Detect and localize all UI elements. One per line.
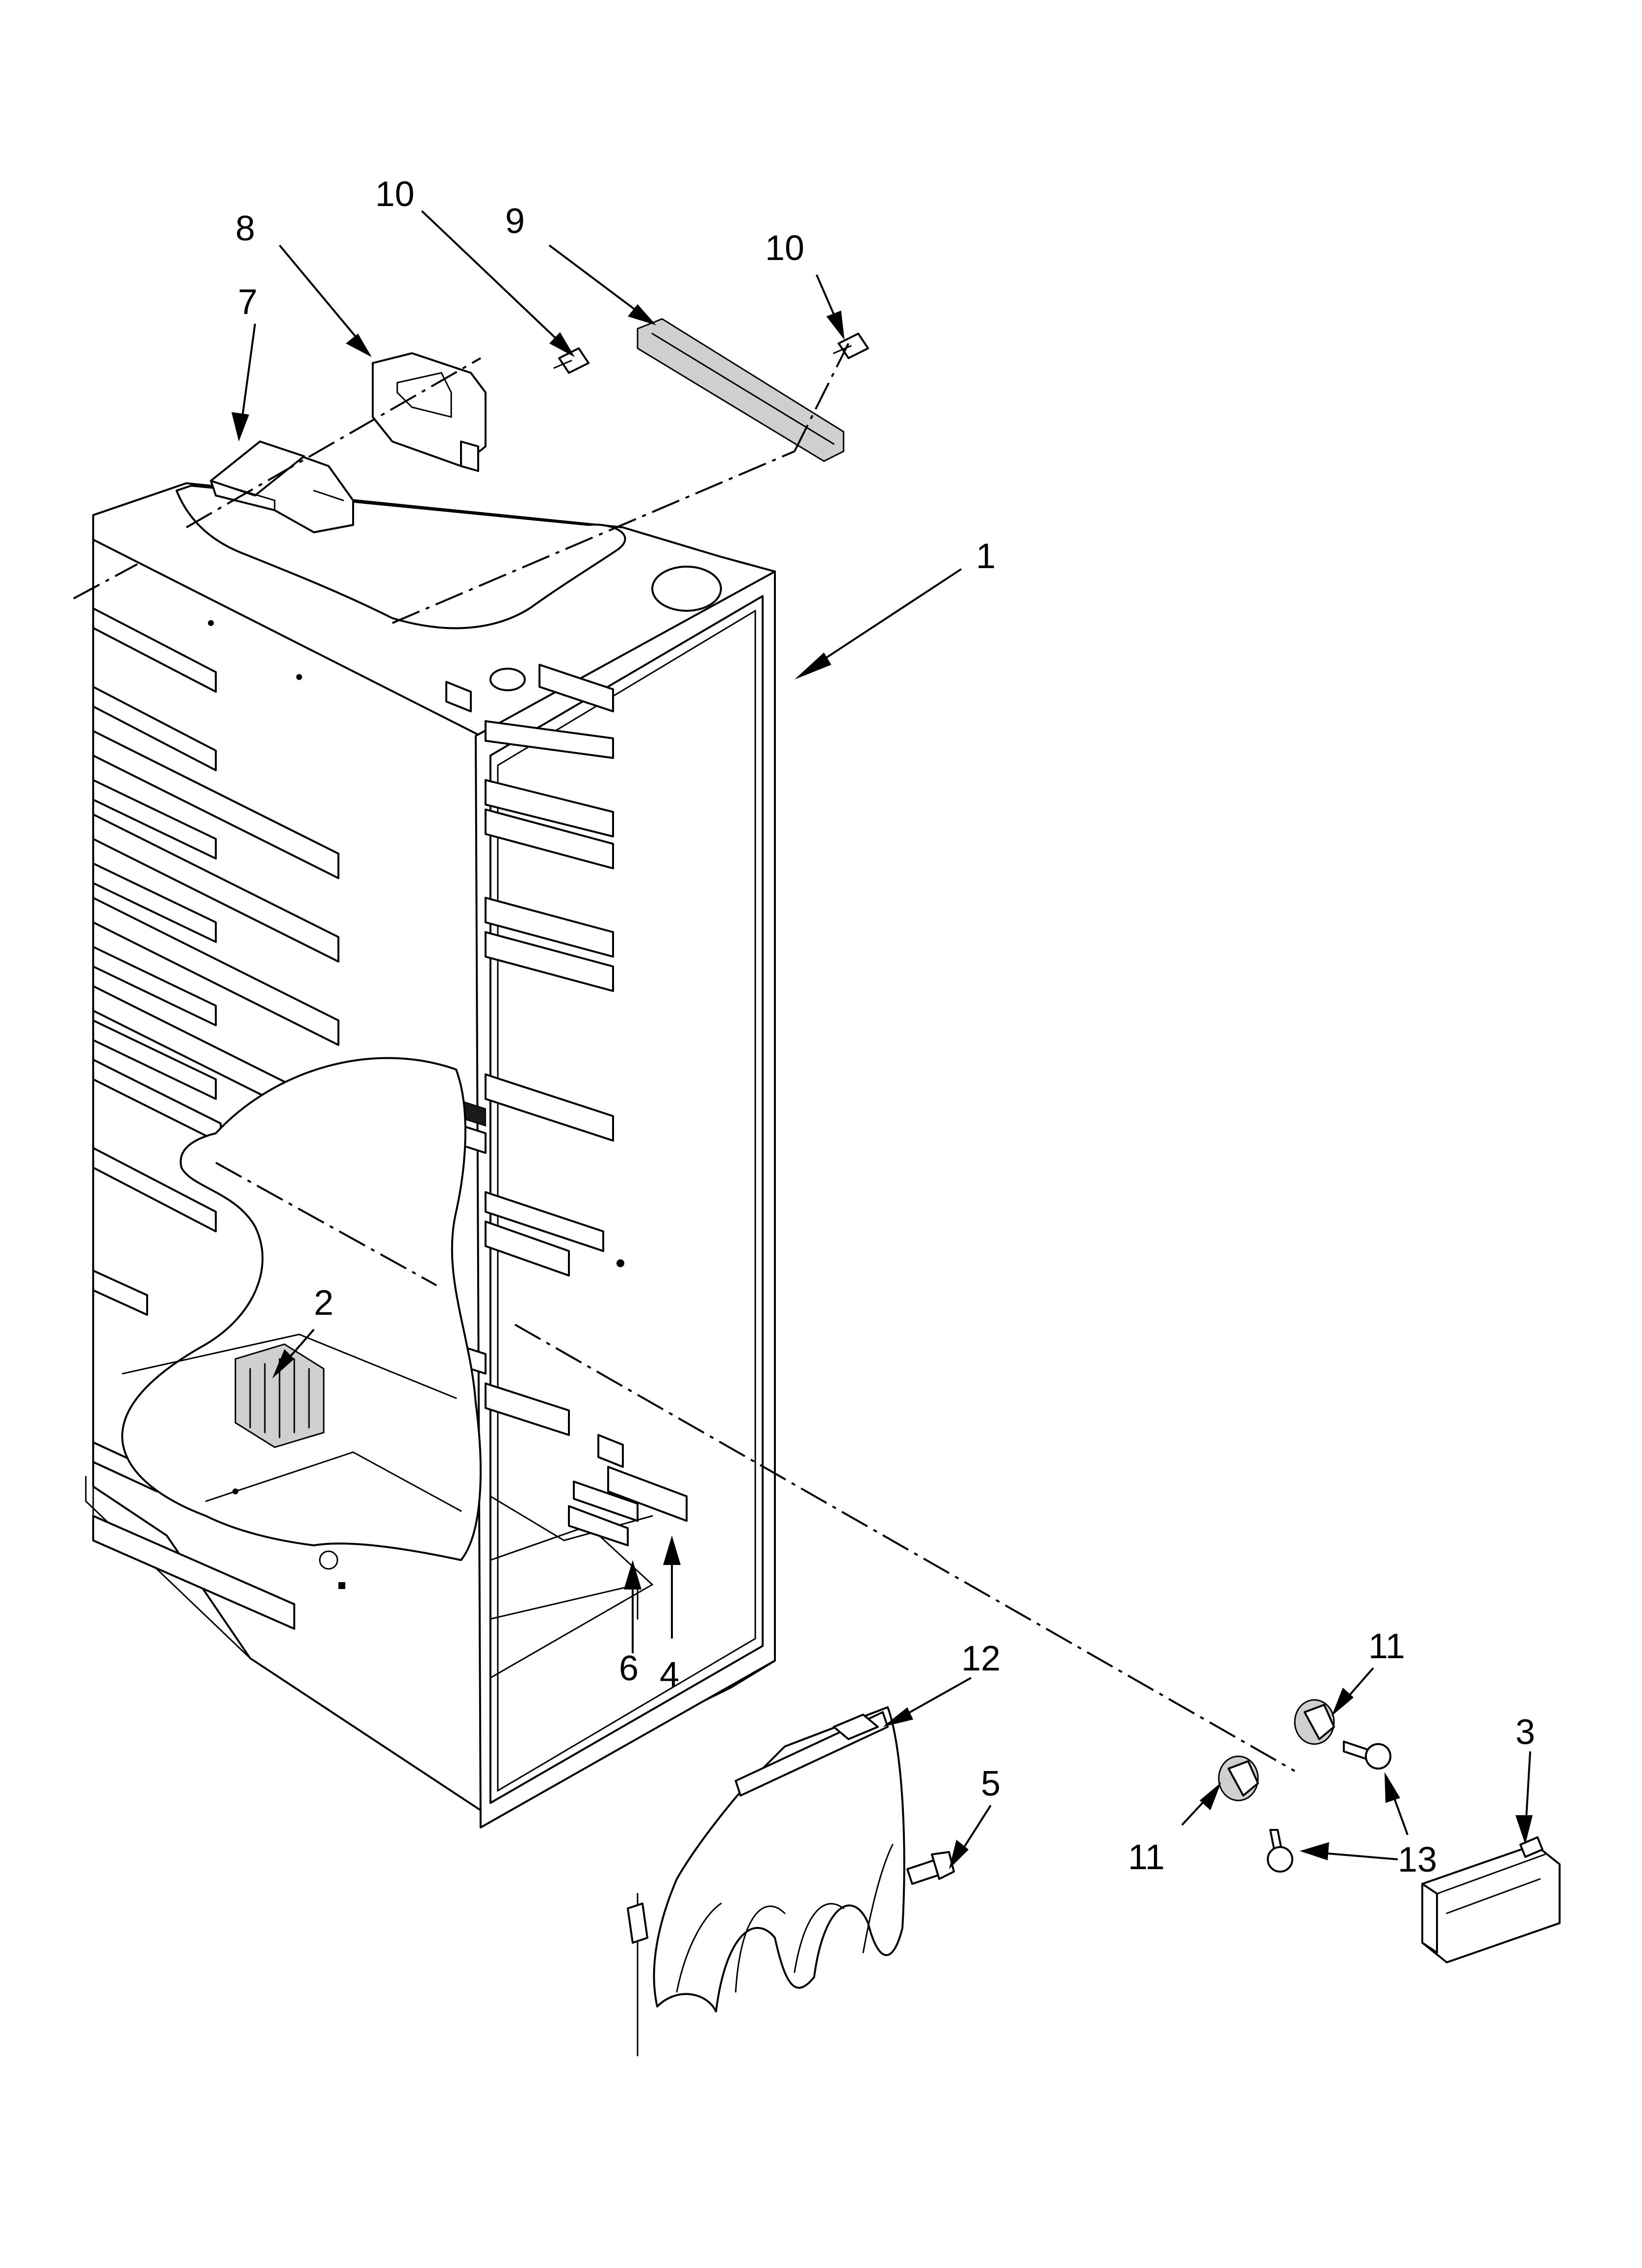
screw-part-5 <box>906 1851 955 1885</box>
centerline-left-edge <box>73 563 138 600</box>
pin-part-13-lower <box>1267 1829 1293 1873</box>
centerline-top <box>392 343 849 624</box>
callout-11-lower: 11 <box>1128 1838 1165 1877</box>
grommet-part-11-lower <box>1218 1755 1259 1801</box>
callout-2: 2 <box>314 1283 334 1323</box>
control-housing-part-7 <box>210 441 354 533</box>
centerline-bottom <box>215 1162 1295 1772</box>
cabinet-liner-part-1 <box>85 482 776 1828</box>
pin-part-13-upper <box>1343 1741 1391 1770</box>
callout-8: 8 <box>235 209 255 248</box>
baffle-part-9 <box>637 318 845 462</box>
callout-7: 7 <box>238 283 257 322</box>
callout-labels: 1 2 3 4 5 6 7 8 9 10 10 11 11 12 13 <box>235 175 1535 1879</box>
callout-10-left: 10 <box>375 175 414 214</box>
callout-9: 9 <box>505 202 525 241</box>
heater-part-12 <box>627 1706 905 2057</box>
leader-lines <box>231 210 1533 1869</box>
callout-6: 6 <box>619 1649 639 1688</box>
callout-13: 13 <box>1398 1840 1437 1879</box>
screw-part-10-right <box>833 333 869 359</box>
drain-part-2 <box>234 1343 325 1448</box>
grommet-part-11-upper <box>1294 1699 1335 1745</box>
screw-part-10-left <box>553 347 590 374</box>
callout-1: 1 <box>976 537 996 576</box>
callout-10-right: 10 <box>765 229 804 268</box>
callout-12: 12 <box>961 1639 1001 1678</box>
left-shelf-ribs <box>92 607 339 1630</box>
cover-part-3 <box>1421 1836 1561 1963</box>
callout-11-upper: 11 <box>1368 1627 1405 1666</box>
callout-4: 4 <box>660 1655 679 1694</box>
right-shelf-ribs <box>485 664 614 1436</box>
callout-5: 5 <box>981 1764 1001 1803</box>
centerline-control <box>186 357 481 528</box>
callout-3: 3 <box>1515 1713 1535 1752</box>
bracket-part-8 <box>372 352 487 472</box>
